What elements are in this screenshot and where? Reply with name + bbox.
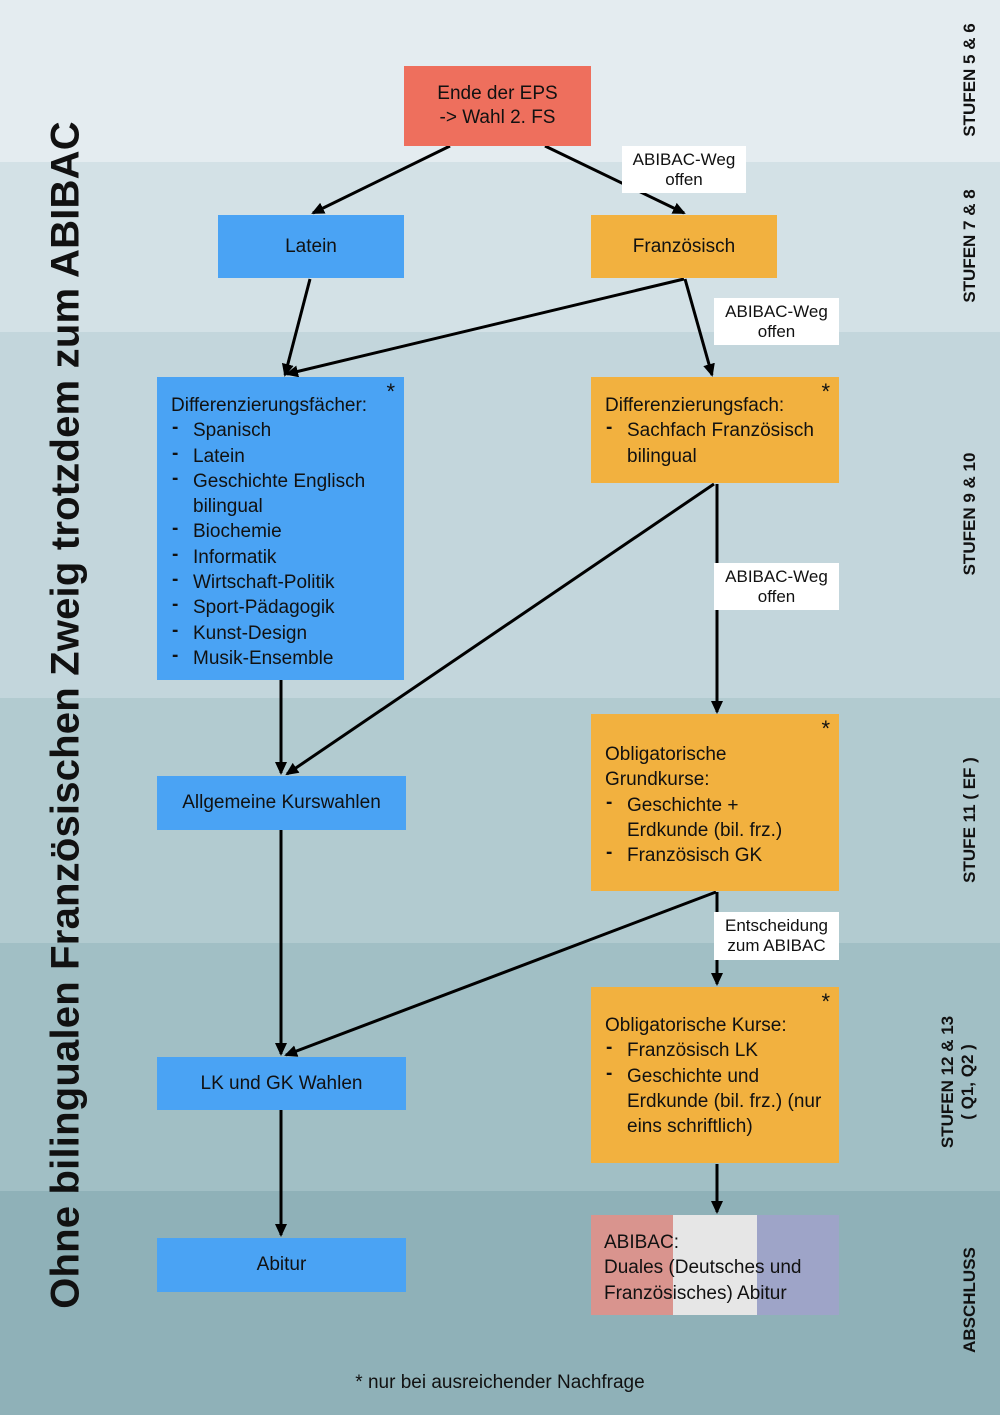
ef-list: Geschichte + Erdkunde (bil. frz.) Franzö… xyxy=(605,790,825,869)
tag-line: Entscheidung xyxy=(724,916,829,935)
list-item: Sport-Pädagogik xyxy=(171,592,390,620)
right-diff-list: Sachfach Französisch bilingual xyxy=(605,415,825,469)
list-item: Sachfach Französisch bilingual xyxy=(605,415,825,469)
list-item: Kunst-Design xyxy=(171,618,390,646)
tag-line: offen xyxy=(757,321,796,341)
left-diff-title: Differenzierungsfächer: xyxy=(171,395,368,416)
arrow-rightdiff-to-allgemein xyxy=(285,482,715,776)
arrow-start-to-latein xyxy=(311,144,451,215)
arrow-start-to-franz xyxy=(544,144,686,215)
left-diff-list: Spanisch Latein Geschichte Englisch bili… xyxy=(171,415,390,671)
tag-line: ABIBAC-Weg xyxy=(725,566,828,586)
q-title: Obligatorische Kurse: xyxy=(605,1015,787,1036)
right-diff-box: * Differenzierungsfach: Sachfach Französ… xyxy=(591,377,839,483)
list-item: Spanisch xyxy=(171,415,390,443)
q-star: * xyxy=(821,989,830,1014)
start-line-1: Ende der EPS xyxy=(437,83,558,104)
lkgk-box: LK und GK Wahlen xyxy=(157,1057,406,1110)
arrow-latein-to-diff xyxy=(281,278,312,377)
tag-line: offen xyxy=(757,586,796,606)
footnote: * nur bei ausreichender Nachfrage xyxy=(355,1372,645,1393)
allgemein-box: Allgemeine Kurswahlen xyxy=(157,776,406,830)
latein-box: Latein xyxy=(218,215,404,278)
list-item: Latein xyxy=(171,441,390,469)
list-item: Geschichte und Erdkunde (bil. frz.) (nur… xyxy=(605,1061,825,1140)
ef-star: * xyxy=(821,716,830,741)
right-diff-star: * xyxy=(821,379,830,404)
start-line-2: -> Wahl 2. FS xyxy=(439,107,556,128)
left-diff-star: * xyxy=(386,379,395,404)
franz-box: Französisch xyxy=(591,215,777,278)
list-item: Biochemie xyxy=(171,516,390,544)
list-item: Musik-Ensemble xyxy=(171,643,390,671)
right-diff-title: Differenzierungsfach: xyxy=(605,395,785,416)
arrow-franz-to-rightdiff xyxy=(683,278,715,377)
list-item: Französisch GK xyxy=(605,840,825,868)
ef-box: * Obligatorische Grundkurse: Geschichte … xyxy=(591,714,839,891)
arrow-ef-to-lkgk xyxy=(284,890,717,1057)
list-item: Geschichte + Erdkunde (bil. frz.) xyxy=(605,790,825,844)
left-diff-box: * Differenzierungsfächer: Spanisch Latei… xyxy=(157,377,404,680)
ef-title-1: Obligatorische xyxy=(605,744,727,765)
tag-line: ABIBAC-Weg xyxy=(632,149,736,169)
ef-title-2: Grundkurse: xyxy=(605,769,710,791)
q-list: Französisch LK Geschichte und Erdkunde (… xyxy=(605,1035,825,1140)
abitur-box: Abitur xyxy=(157,1238,406,1292)
list-item: Geschichte Englisch bilingual xyxy=(171,466,390,520)
abibac-box: ABIBAC: Duales (Deutsches und Französisc… xyxy=(591,1215,839,1315)
list-item: Wirtschaft-Politik xyxy=(171,567,390,595)
abibac-line-3: Französisches) Abitur xyxy=(604,1282,787,1304)
q-box: * Obligatorische Kurse: Französisch LK G… xyxy=(591,987,839,1163)
tag-line: offen xyxy=(665,169,703,189)
list-item: Informatik xyxy=(171,542,390,570)
list-item: Französisch LK xyxy=(605,1035,825,1063)
tag-line: ABIBAC-Weg xyxy=(725,301,828,321)
start-box: Ende der EPS -> Wahl 2. FS xyxy=(404,66,591,146)
arrow-franz-to-leftdiff xyxy=(285,277,685,378)
abibac-line-2: Duales (Deutsches und xyxy=(604,1257,802,1279)
abibac-title: ABIBAC: xyxy=(604,1232,679,1253)
tag-line: zum ABIBAC xyxy=(727,936,826,955)
